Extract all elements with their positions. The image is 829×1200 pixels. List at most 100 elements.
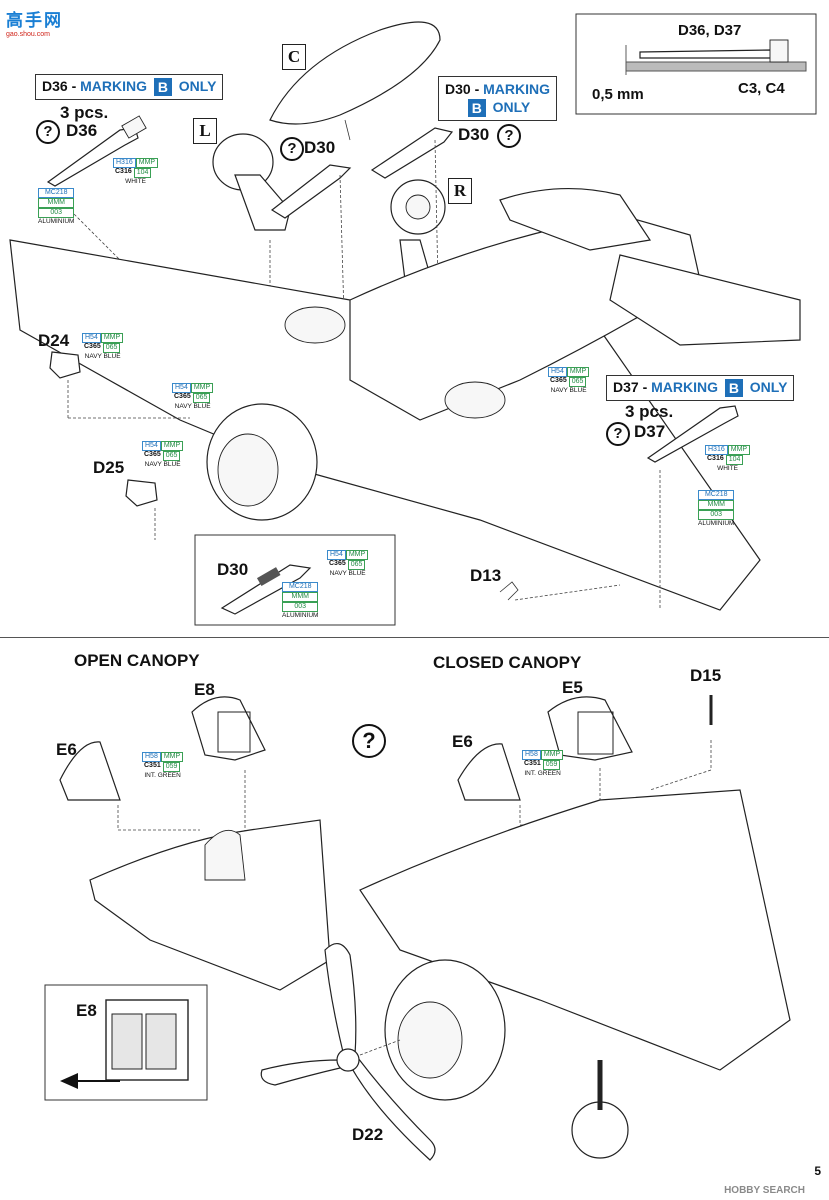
- label-e6-right: E6: [452, 732, 473, 751]
- prop-blade-right: [349, 1057, 436, 1161]
- label-d30-left: D30: [304, 138, 336, 157]
- e8-inset-arrow-head: [60, 1073, 78, 1089]
- pylon-d30-left: [270, 164, 352, 219]
- inset-thickness: 0,5 mm: [592, 86, 644, 103]
- label-part-c: C: [282, 44, 306, 70]
- prop-blade-top: [324, 943, 357, 1061]
- inset-parts: C3, C4: [738, 80, 785, 97]
- d30-box-label: D30: [217, 560, 249, 579]
- pylon-d30-right: [370, 127, 454, 179]
- label-e8-inset: E8: [76, 1001, 97, 1020]
- part-d25: [125, 479, 158, 507]
- d36-qty: 3 pcs.: [60, 103, 109, 122]
- canopy-e8-frame: [217, 711, 251, 753]
- windscreen-e6-left: [59, 741, 121, 801]
- d37-badge: B: [724, 379, 743, 398]
- logo-url: gao.shou.com: [6, 31, 50, 38]
- d30-only: ONLY: [492, 99, 531, 115]
- cockpit-open: [204, 829, 246, 881]
- d30-detail-decal: [256, 567, 281, 586]
- label-part-l: L: [193, 118, 217, 144]
- d36-only: ONLY: [178, 78, 217, 94]
- d30-code: D30 -: [445, 81, 480, 97]
- label-d37: D37: [634, 422, 666, 441]
- prop-leader: [359, 1039, 401, 1056]
- tail-plane: [609, 254, 801, 346]
- canopy-c-line: [344, 119, 351, 141]
- page-number: 5: [814, 1164, 821, 1178]
- closed-canopy-heading: CLOSED CANOPY: [433, 653, 582, 672]
- d36-code: D36 -: [42, 78, 77, 94]
- fuselage-closed-canopy: [359, 789, 791, 1071]
- fuselage-open-canopy: [89, 819, 331, 991]
- question-icon-d30-right: ?: [497, 124, 521, 148]
- section-divider: [0, 637, 829, 638]
- part-d13: [499, 581, 519, 601]
- d37-qty: 3 pcs.: [625, 402, 674, 421]
- fuselage: [349, 214, 701, 421]
- e8-inset-pane-r: [145, 1013, 177, 1070]
- wheel-right-hub: [405, 194, 431, 220]
- label-e5: E5: [562, 678, 583, 697]
- label-d15: D15: [690, 666, 722, 685]
- label-part-r: R: [448, 178, 472, 204]
- tail-fin: [499, 187, 652, 251]
- prop-hub: [336, 1048, 360, 1072]
- watermark: HOBBY SEARCH: [724, 1185, 805, 1196]
- e8-inset-pane-l: [111, 1013, 143, 1070]
- tailwheel-closed: [571, 1101, 629, 1159]
- canopy-part-c: [269, 21, 441, 125]
- inset-rocket-fin: [769, 39, 789, 63]
- gear-strut-left: [234, 174, 291, 231]
- open-canopy-heading: OPEN CANOPY: [74, 651, 200, 670]
- label-d36: D36: [66, 121, 98, 140]
- logo-title: 高手网: [6, 11, 63, 30]
- color-chip-aluminium-box: MC218 MMM 003 ALUMINIUM: [282, 582, 319, 619]
- d13-leader: [514, 584, 621, 601]
- site-logo: 高手网 gao.shou.com: [6, 6, 70, 38]
- d36-marking-text: MARKING: [80, 78, 148, 94]
- d30-marking-text: MARKING: [483, 81, 551, 97]
- rocket-d36-fin: [121, 115, 147, 139]
- d37-code: D37 -: [613, 379, 648, 395]
- part-d24: [49, 351, 81, 379]
- canopy-e5-frame: [577, 711, 614, 755]
- inset-title: D36, D37: [678, 22, 742, 39]
- label-e8-top: E8: [194, 680, 215, 699]
- question-icon-d30-left: ?: [280, 137, 304, 161]
- d36-marking-header: D36 - MARKING B ONLY: [35, 74, 224, 101]
- label-d25: D25: [93, 458, 125, 477]
- canopy-e5-closed: [547, 696, 633, 761]
- inset-rocket: [639, 49, 776, 59]
- rocket-d37: [646, 405, 739, 463]
- prop-blade-left: [260, 1059, 341, 1086]
- windscreen-e6-right: [457, 743, 521, 801]
- label-d24: D24: [38, 331, 70, 350]
- label-d30-right: D30: [458, 125, 490, 144]
- d37-only: ONLY: [749, 379, 788, 395]
- question-icon-d37: ?: [606, 422, 630, 446]
- d15-leader: [649, 769, 712, 791]
- question-icon-center: ?: [352, 724, 386, 758]
- d30-marking-header: D30 - MARKING B ONLY: [438, 76, 558, 122]
- wheel-well-left: [284, 306, 346, 344]
- color-chip-aluminium-right: MC218 MMM 003 ALUMINIUM: [698, 490, 735, 527]
- color-chip-aluminium-left: MC218 MMM 003 ALUMINIUM: [38, 188, 75, 225]
- label-d13: D13: [470, 566, 502, 585]
- d37-marking-header: D37 - MARKING B ONLY: [606, 375, 795, 402]
- wheel-well-right: [444, 381, 506, 419]
- d36-badge: B: [153, 78, 172, 97]
- label-d22: D22: [352, 1125, 384, 1144]
- rocket-d36: [46, 127, 139, 187]
- canopy-e8-open: [191, 696, 266, 761]
